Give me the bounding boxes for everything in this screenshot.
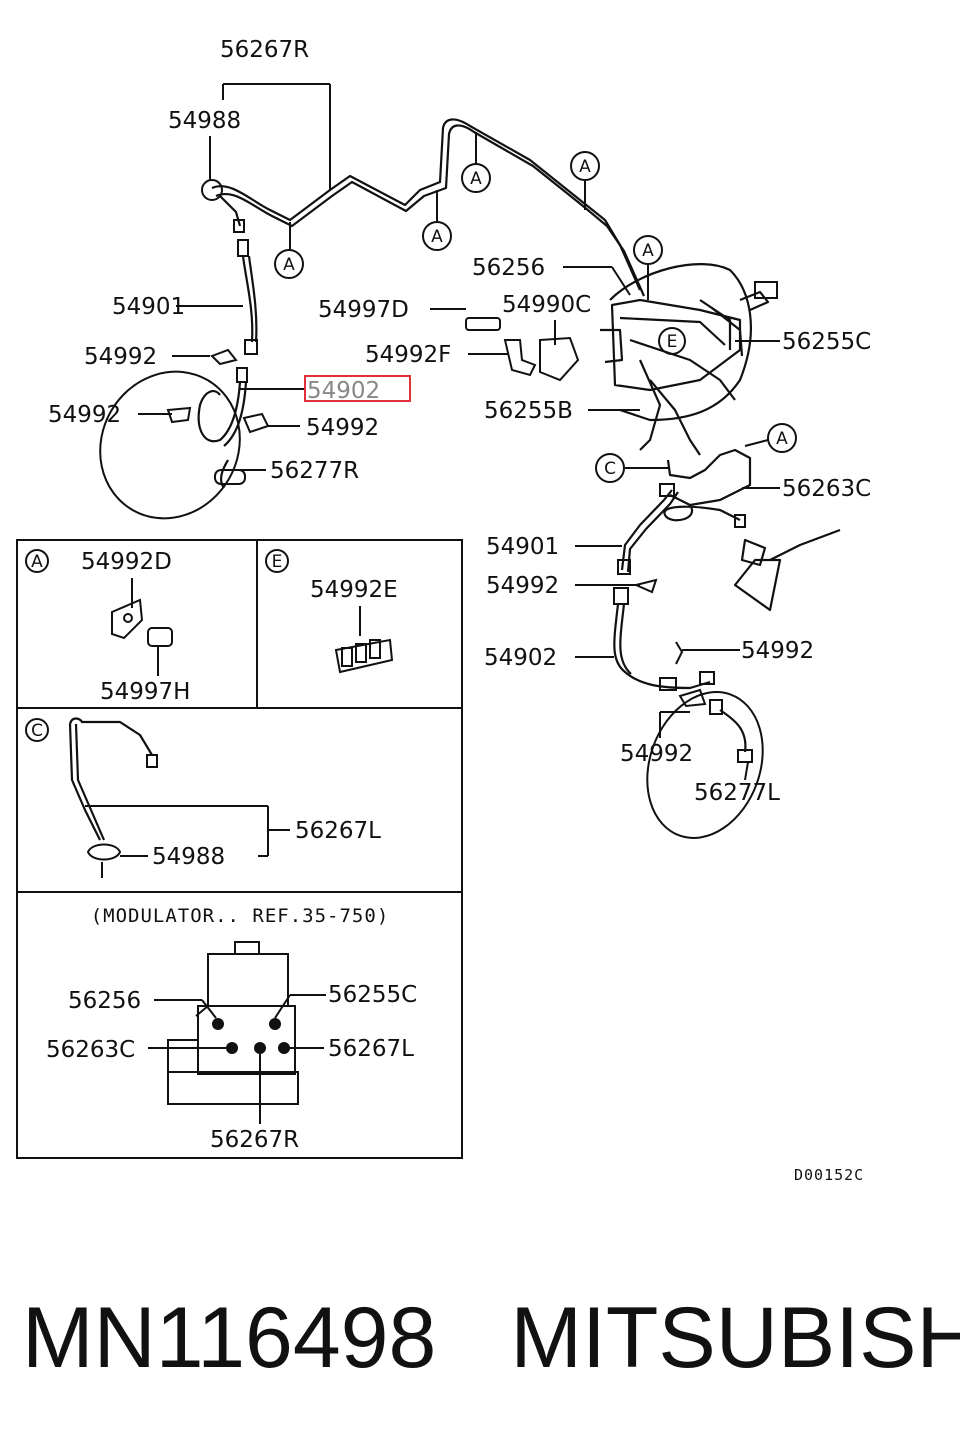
label-54997D: 54997D: [318, 297, 409, 323]
callout-c-1: C: [595, 453, 625, 483]
label-54902-right: 54902: [484, 645, 557, 671]
svg-text:56267R: 56267R: [210, 1127, 299, 1153]
leader-lines: [138, 83, 780, 781]
label-56277R: 56277R: [270, 458, 359, 484]
callout-a-4: A: [570, 151, 600, 210]
svg-text:54992E: 54992E: [310, 577, 398, 603]
label-56277L: 56277L: [694, 780, 780, 806]
label-54992-l2: 54992: [48, 402, 121, 428]
svg-text:C: C: [31, 721, 43, 741]
inset-frame: [16, 539, 463, 1159]
svg-text:(MODULATOR.. REF.35-750): (MODULATOR.. REF.35-750): [91, 905, 390, 927]
svg-text:56267L: 56267L: [328, 1036, 414, 1062]
label-54901-right: 54901: [486, 534, 559, 560]
label-56267R-top: 56267R: [220, 37, 309, 63]
label-56256-top: 56256: [472, 255, 545, 281]
callout-a-3: A: [461, 132, 491, 193]
label-54901-left: 54901: [112, 294, 185, 320]
label-54992-r3: 54992: [620, 741, 693, 767]
svg-text:A: A: [431, 227, 443, 247]
svg-text:A: A: [470, 169, 482, 189]
svg-text:56256: 56256: [68, 988, 141, 1014]
part-footer: MN116498 MITSUBISHI: [22, 1288, 960, 1388]
svg-text:A: A: [31, 552, 43, 572]
label-56255C-top: 56255C: [782, 329, 871, 355]
inset-a: A 54992D 54997H: [25, 549, 190, 705]
svg-text:56267L: 56267L: [295, 818, 381, 844]
callout-a-1: A: [274, 222, 304, 279]
callout-a-6: A: [767, 423, 797, 453]
part-number: MN116498: [22, 1290, 437, 1386]
label-54902-highlighted: 54902: [307, 378, 380, 404]
callout-a-2: A: [422, 190, 452, 251]
inset-e: E 54992E: [265, 549, 398, 674]
svg-text:A: A: [776, 429, 788, 449]
svg-text:54988: 54988: [152, 844, 225, 870]
diagram-code: D00152C: [794, 1166, 864, 1184]
svg-text:54992D: 54992D: [81, 549, 172, 575]
brake-line-right: [613, 448, 841, 839]
svg-text:54997H: 54997H: [100, 679, 190, 705]
label-54992F: 54992F: [365, 342, 451, 368]
center-brackets: [465, 317, 580, 382]
svg-text:E: E: [272, 552, 283, 572]
highlight-box-54902: [304, 375, 411, 402]
svg-text:C: C: [604, 459, 616, 479]
callout-e-1: E: [667, 332, 678, 352]
booster-assembly: [600, 263, 778, 456]
svg-text:56255C: 56255C: [328, 982, 417, 1008]
brand-name: MITSUBISHI: [510, 1290, 960, 1386]
label-54992-r1: 54992: [486, 573, 559, 599]
caliper-group-left: [99, 348, 270, 520]
label-56263C-top: 56263C: [782, 476, 871, 502]
svg-text:E: E: [667, 332, 678, 352]
svg-text:A: A: [579, 157, 591, 177]
inset-modulator: (MODULATOR.. REF.35-750) 56256 56255C 56…: [46, 905, 417, 1153]
svg-text:56263C: 56263C: [46, 1037, 135, 1063]
svg-text:A: A: [283, 255, 295, 275]
label-54988-top: 54988: [168, 108, 241, 134]
brake-line-main: [201, 118, 646, 297]
label-54992-r2: 54992: [741, 638, 814, 664]
label-54992-l3: 54992: [306, 415, 379, 441]
callout-a-5: A: [633, 235, 663, 300]
svg-text:A: A: [642, 241, 654, 261]
label-56255B: 56255B: [484, 398, 573, 424]
label-54992-l1: 54992: [84, 344, 157, 370]
inset-c: C 56267L 54988: [25, 717, 381, 878]
hose-54901-left: [237, 239, 258, 355]
label-54990C: 54990C: [502, 292, 591, 318]
